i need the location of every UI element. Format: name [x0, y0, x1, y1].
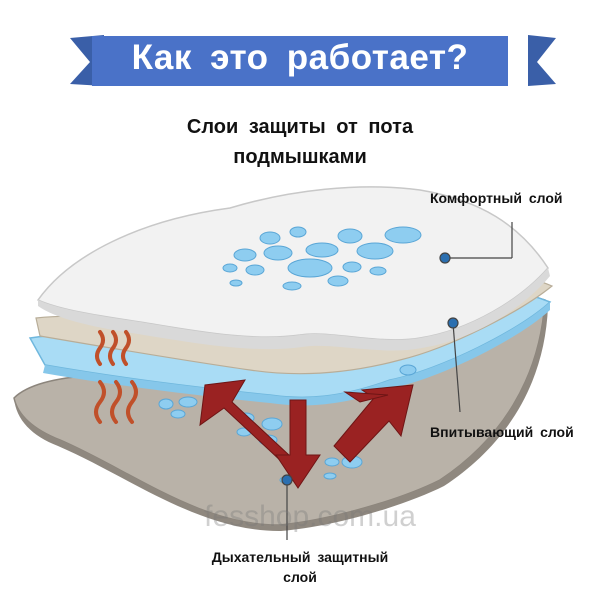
banner-title: Как это работает? [131, 38, 469, 77]
air-flow-arrows-icon [199, 379, 414, 489]
label-breathable-line2: слой [283, 569, 317, 585]
watermark-text: fesshop.com.ua [204, 500, 416, 533]
callout-lines [281, 222, 513, 540]
heat-waves-icon [94, 330, 138, 424]
label-comfort-layer: Комфортный слой [430, 190, 563, 206]
label-absorbent-layer: Впитывающий слой [430, 424, 574, 440]
water-drops-bottom [158, 364, 417, 484]
banner-ribbon [70, 35, 556, 86]
diagram-heading-line1: Слои защиты от пота [186, 116, 414, 138]
label-breathable-line1: Дыхательный защитный [211, 549, 389, 565]
water-drops-top [222, 226, 422, 291]
label-breathable-layer: Дыхательный защитный слой [195, 547, 405, 587]
diagram-heading-line2: подмышками [233, 146, 367, 168]
